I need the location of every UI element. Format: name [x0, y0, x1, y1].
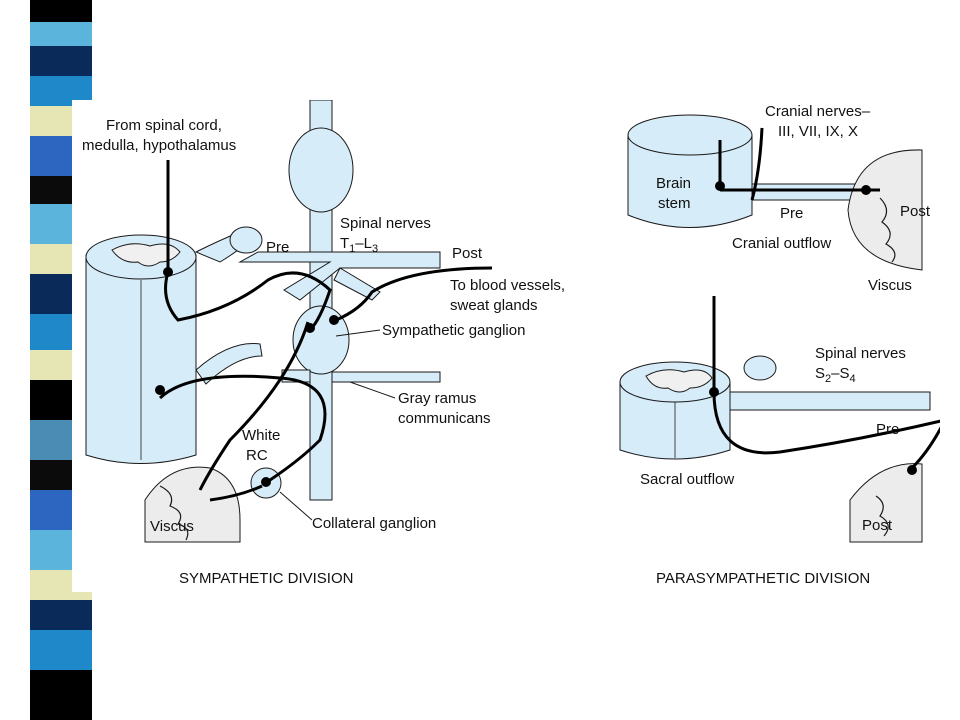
post-label: Post [452, 245, 483, 262]
sympathetic-caption: SYMPATHETIC DIVISION [179, 570, 353, 587]
cranial-nerves-label-line2: III, VII, IX, X [778, 123, 858, 140]
sacral-outflow-label: Sacral outflow [640, 471, 734, 488]
autonomic-nervous-system-diagram: From spinal cord, medulla, hypothalamus … [72, 100, 940, 592]
gray-ramus-label-line1: Gray ramus [398, 390, 476, 407]
sympathetic-synapses [155, 267, 339, 487]
sympathetic-ganglion-label: Sympathetic ganglion [382, 322, 525, 339]
collateral-ganglion-label: Collateral ganglion [312, 515, 436, 532]
cranial-post-label: Post [900, 203, 931, 220]
cranial-viscus [847, 149, 923, 271]
sympathetic-viscus-label: Viscus [150, 518, 194, 535]
target-label-line2: sweat glands [450, 297, 538, 314]
sacral-neuron-pathways [712, 296, 940, 470]
sympathetic-diagram: From spinal cord, medulla, hypothalamus … [82, 100, 565, 587]
white-rc-label-line1: White [242, 427, 280, 444]
sympathetic-viscus [144, 466, 241, 543]
cranial-neuron-pathways [718, 127, 880, 201]
sympathetic-neuron-pathways [158, 160, 493, 502]
cranial-nerve-tube [751, 183, 861, 201]
parasympathetic-diagram: Cranial nerves– III, VII, IX, X Brain st… [619, 103, 940, 587]
white-rc-label-line2: RC [246, 447, 268, 464]
gray-ramus-label-line2: communicans [398, 410, 491, 427]
cranial-nerves-label-line1: Cranial nerves– [765, 103, 871, 120]
cranial-pre-label: Pre [780, 205, 803, 222]
sacral-pre-label: Pre [876, 421, 899, 438]
spinal-cord [85, 234, 197, 464]
sacral-post-label: Post [862, 517, 893, 534]
sacral-spinal-nerves-range: S2–S4 [815, 365, 856, 385]
brain-stem-label-line1: Brain [656, 175, 691, 192]
cranial-viscus-label: Viscus [868, 277, 912, 294]
sacral-viscus [849, 463, 923, 543]
sacral-spinal-cord [619, 355, 931, 460]
spinal-nerves-label: Spinal nerves [340, 215, 431, 232]
parasympathetic-caption: PARASYMPATHETIC DIVISION [656, 570, 870, 587]
source-label-line2: medulla, hypothalamus [82, 137, 236, 154]
sacral-spinal-nerves-label: Spinal nerves [815, 345, 906, 362]
cranial-synapses [715, 181, 871, 195]
target-label-line1: To blood vessels, [450, 277, 565, 294]
pre-label: Pre [266, 239, 289, 256]
cranial-outflow-label: Cranial outflow [732, 235, 831, 252]
spinal-nerves-range: T1–L3 [340, 235, 378, 255]
brain-stem-label-line2: stem [658, 195, 691, 212]
source-label-line1: From spinal cord, [106, 117, 222, 134]
sacral-synapses [709, 387, 917, 475]
spinal-nerve-roots [194, 226, 441, 385]
